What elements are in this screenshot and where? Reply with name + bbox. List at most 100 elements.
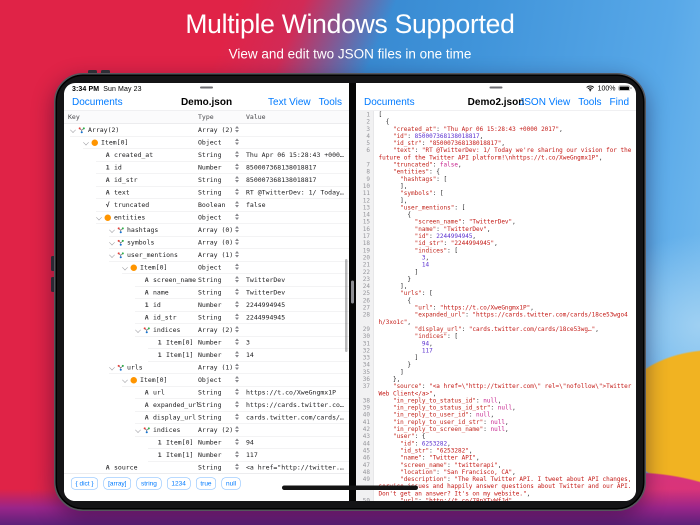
documents-back-button[interactable]: Documents	[72, 96, 123, 108]
code-text[interactable]: {	[378, 296, 412, 304]
value-stepper-icon[interactable]	[235, 126, 239, 133]
code-text[interactable]: "id_str": "6253282",	[400, 446, 473, 454]
row-value[interactable]: 850007368138018817	[246, 164, 317, 172]
code-text[interactable]: "id_str": "850007368138018817",	[392, 139, 505, 147]
value-stepper-icon[interactable]	[235, 401, 239, 408]
row-value[interactable]: https://t.co/XweGngmx1P	[246, 389, 337, 397]
code-text[interactable]: "display_url": "cards.twitter.com/cards/…	[414, 325, 599, 333]
value-stepper-icon[interactable]	[235, 338, 239, 345]
value-stepper-icon[interactable]	[235, 301, 239, 308]
value-stepper-icon[interactable]	[235, 188, 239, 195]
tree-row[interactable]: Item[0]Object	[64, 262, 349, 274]
code-text[interactable]: "name": "Twitter API",	[400, 454, 480, 462]
row-value[interactable]: TwitterDev	[246, 289, 286, 297]
nav-action-tools[interactable]: Tools	[578, 96, 602, 108]
code-text[interactable]: "id": 6253282,	[400, 439, 451, 447]
row-value[interactable]: <a href="http://twitter.com" rel="nofoll…	[246, 464, 348, 472]
code-text[interactable]: "id": 850007368138018817,	[392, 132, 484, 140]
code-text[interactable]: ]	[378, 354, 419, 362]
code-text[interactable]: "url": "http://t.co/78pYTvWfJd",	[400, 497, 516, 501]
disclosure-chevron-icon[interactable]	[109, 239, 116, 246]
row-value[interactable]: cards.twitter.com/cards/18ce53wg…	[246, 414, 348, 422]
code-text[interactable]: "in_reply_to_screen_name": null,	[392, 425, 509, 433]
row-value[interactable]: 94	[246, 439, 254, 447]
code-text[interactable]: {	[378, 118, 390, 126]
code-text[interactable]: "text": "RT @TwitterDev: 1/ Today we're …	[378, 146, 635, 161]
code-text[interactable]: "indices": [	[414, 246, 458, 254]
row-value[interactable]: https://cards.twitter.com/cards/18ce53wg…	[246, 401, 348, 410]
row-value[interactable]: 2244994945	[246, 314, 286, 322]
insert-number-button[interactable]: 1234	[166, 477, 191, 490]
value-stepper-icon[interactable]	[235, 201, 239, 208]
code-text[interactable]: "indices": [	[414, 332, 458, 340]
value-stepper-icon[interactable]	[235, 313, 239, 320]
disclosure-chevron-icon[interactable]	[96, 214, 103, 221]
code-text[interactable]: [	[378, 111, 383, 118]
row-value[interactable]: 117	[246, 451, 258, 460]
nav-action-text-view[interactable]: Text View	[268, 96, 311, 108]
disclosure-chevron-icon[interactable]	[83, 139, 90, 146]
value-stepper-icon[interactable]	[235, 351, 239, 358]
code-text[interactable]: ],	[378, 182, 408, 190]
insert-array-button[interactable]: [array]	[103, 477, 131, 490]
code-text[interactable]: {	[378, 211, 412, 219]
disclosure-chevron-icon[interactable]	[135, 427, 142, 434]
code-text[interactable]: "urls": [	[400, 289, 433, 297]
code-text[interactable]: "in_reply_to_user_id": null,	[392, 411, 495, 419]
nav-action-tools[interactable]: Tools	[318, 96, 342, 108]
insert-true-button[interactable]: true	[195, 477, 217, 490]
code-text[interactable]: "symbols": [	[400, 189, 444, 197]
code-text[interactable]: "screen_name": "twitterapi",	[400, 461, 502, 469]
value-stepper-icon[interactable]	[235, 263, 239, 270]
disclosure-chevron-icon[interactable]	[135, 327, 142, 334]
code-text[interactable]: "url": "https://t.co/XweGngmx1P",	[414, 304, 534, 312]
code-text[interactable]: "in_reply_to_status_id": null,	[392, 396, 502, 404]
value-stepper-icon[interactable]	[235, 463, 239, 470]
code-text[interactable]: "in_reply_to_status_id_str": null,	[392, 404, 516, 412]
value-stepper-icon[interactable]	[235, 151, 239, 158]
code-text[interactable]: }	[378, 275, 412, 283]
divider-handle-icon[interactable]	[351, 280, 354, 304]
tree-row[interactable]: Item[0]Object	[64, 374, 349, 387]
disclosure-chevron-icon[interactable]	[109, 364, 116, 371]
value-stepper-icon[interactable]	[235, 388, 239, 395]
window-drag-handle[interactable]	[489, 86, 503, 89]
code-text[interactable]: "user_mentions": [	[400, 203, 466, 211]
split-view-divider[interactable]	[349, 83, 356, 501]
row-value[interactable]: Thu Apr 06 15:28:43 +0000 2017	[246, 151, 348, 160]
value-stepper-icon[interactable]	[235, 363, 239, 370]
code-text[interactable]: "in_reply_to_user_id_str": null,	[392, 418, 509, 426]
code-text[interactable]: "id_str": "2244994945",	[414, 239, 498, 247]
value-stepper-icon[interactable]	[235, 176, 239, 183]
row-value[interactable]: 850007368138018817	[246, 176, 317, 185]
value-stepper-icon[interactable]	[235, 451, 239, 458]
row-value[interactable]: false	[246, 201, 266, 210]
value-stepper-icon[interactable]	[235, 438, 239, 445]
disclosure-chevron-icon[interactable]	[109, 227, 116, 234]
row-value[interactable]: 2244994945	[246, 301, 286, 310]
home-indicator[interactable]	[282, 485, 418, 490]
value-stepper-icon[interactable]	[235, 426, 239, 433]
tree-row[interactable]: Array(2)Array (2)	[64, 124, 349, 137]
documents-back-button[interactable]: Documents	[364, 96, 415, 108]
value-stepper-icon[interactable]	[235, 226, 239, 233]
code-text[interactable]: ]	[378, 368, 404, 376]
value-stepper-icon[interactable]	[235, 138, 239, 145]
code-text[interactable]: ],	[378, 196, 408, 204]
code-text[interactable]: 94,	[421, 339, 433, 347]
